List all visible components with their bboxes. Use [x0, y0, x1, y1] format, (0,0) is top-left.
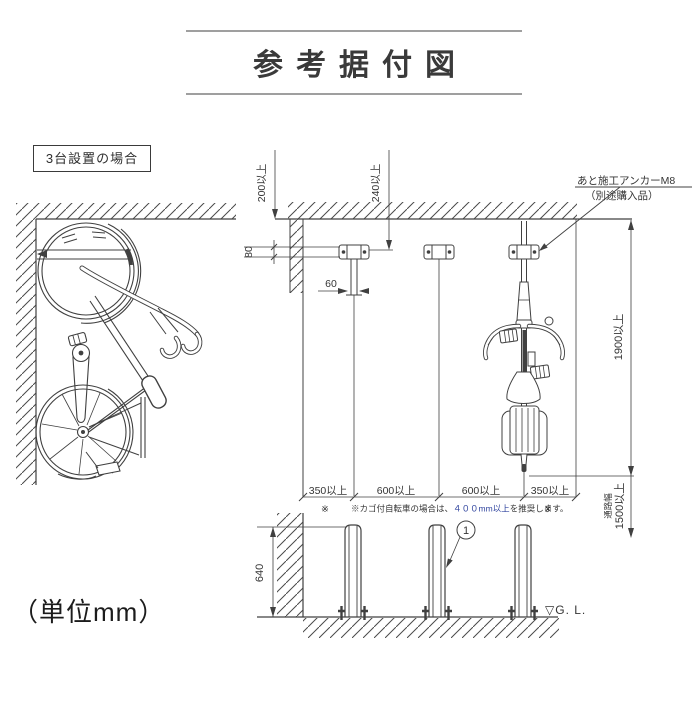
- ground-hatch: [303, 618, 559, 638]
- dim-label-240: 240以上: [370, 164, 382, 203]
- rail-wall-arrow: [37, 250, 47, 258]
- rack-rail: [37, 249, 131, 260]
- asterisk-left: ※: [321, 504, 329, 515]
- case-label-box: 3台設置の場合: [33, 145, 151, 172]
- wall-bracket-2: [423, 244, 455, 260]
- page-title: 参考据付図: [253, 49, 468, 82]
- dim-60: [318, 288, 369, 294]
- handlebar-left-fill: [483, 324, 521, 360]
- brake-cables: [487, 335, 561, 346]
- grip-left-fill: [160, 336, 181, 358]
- pedal: [67, 331, 88, 347]
- dim-bottom-row: [298, 492, 581, 502]
- wall-bracket-1: [338, 244, 370, 260]
- wall-hatch: [288, 202, 577, 219]
- tire-tread-marks: [61, 231, 107, 244]
- post-3: [508, 524, 538, 620]
- basket-note-highlight: ４００mm以上: [453, 504, 510, 514]
- dim-640: [257, 526, 346, 617]
- saddle: [141, 375, 167, 409]
- head-tube: [516, 281, 532, 321]
- wall-hatch-top: [16, 203, 236, 219]
- dim-80: [244, 240, 340, 264]
- anchor-callout-line2: （別途購入品）: [585, 189, 659, 202]
- dim-label-1900: 1900以上: [612, 314, 625, 360]
- title-block: 参考据付図: [186, 30, 522, 95]
- dim-label-200: 200以上: [256, 164, 268, 203]
- basket-note-prefix: ※カゴ付自転車の場合は、: [351, 504, 453, 514]
- wall-hatch-left: [16, 219, 36, 485]
- dim-label-350-left: 350以上: [309, 485, 348, 497]
- wheel-holder-arc-outer: [103, 228, 142, 324]
- wall-face-lines: [35, 218, 236, 485]
- bike-front-view: [483, 221, 565, 472]
- dim-label-80: 80: [243, 246, 255, 258]
- dim-label-600-2: 600以上: [462, 485, 501, 497]
- dim-label-600-1: 600以上: [377, 485, 416, 497]
- dim-label-aisle: 通路幅: [603, 493, 613, 519]
- dim-label-350-right: 350以上: [531, 485, 570, 497]
- frame-tubes: [85, 295, 153, 435]
- unit-label: （単位mm）: [12, 597, 166, 627]
- holder-grip: [125, 248, 133, 266]
- pedal-left: [498, 328, 519, 344]
- elevation-view: [257, 513, 559, 638]
- seat-tube: [522, 330, 527, 372]
- crank-axle-dot: [78, 350, 84, 356]
- saddle-rear: [506, 371, 541, 404]
- anchor-callout-line1: あと施工アンカーM8: [577, 174, 675, 187]
- dim-aisle: [628, 476, 634, 538]
- asterisk-right: ※: [544, 504, 552, 515]
- rear-wheel-rim: [39, 388, 127, 476]
- grip-right-fill: [181, 332, 202, 354]
- dim-label-60: 60: [325, 278, 337, 290]
- dim-200: [272, 150, 278, 219]
- rear-fender: [107, 388, 134, 474]
- bell: [544, 316, 554, 326]
- rear-stays: [88, 402, 142, 456]
- wheel-holder-arc-inner: [80, 223, 139, 324]
- dim-240: [369, 150, 393, 251]
- rear-stay-bar: [140, 397, 146, 458]
- side-view: [16, 203, 236, 485]
- ground-level-label: ▽G. L.: [545, 603, 586, 617]
- spokes: [41, 392, 123, 475]
- dim-label-1500: 1500以上: [613, 483, 626, 529]
- part-balloon-number: 1: [463, 525, 469, 537]
- kickstand-leg: [85, 451, 99, 469]
- dim-1900: [529, 220, 634, 477]
- rear-hub-dot: [81, 430, 85, 434]
- case-label: 3台設置の場合: [45, 151, 139, 166]
- handlebar-right-fill: [527, 324, 565, 360]
- kickstand-foot: [95, 461, 121, 476]
- plan-view: [244, 150, 692, 538]
- dimension-labels: 200以上 240以上 80 60 あと施工アンカーM8 （別途購入品） 350…: [243, 164, 675, 617]
- wall-bracket-3: [508, 244, 540, 260]
- basket-note: ※カゴ付自転車の場合は、４００mm以上を推奨します。: [351, 504, 568, 514]
- carrier-slats: [515, 408, 535, 452]
- part-balloon: [446, 520, 476, 568]
- mudflap: [57, 473, 97, 480]
- front-wheel-tire: [37, 222, 135, 320]
- wall-hatch: [277, 513, 303, 617]
- handlebar-tube-fill: [80, 266, 199, 336]
- post-1: [338, 524, 368, 620]
- dim-label-640: 640: [254, 564, 266, 582]
- anchor-callout: [539, 186, 692, 251]
- post-2: [422, 524, 452, 620]
- front-wheel-rim: [41, 226, 131, 316]
- reflector: [527, 351, 536, 367]
- side-wall-hatch: [290, 219, 303, 293]
- carrier-basket: [509, 405, 540, 455]
- brake-levers: [149, 307, 179, 335]
- rack1-rail: [346, 259, 362, 296]
- basket-note-suffix: を推奨します。: [510, 504, 569, 514]
- fender-tip-cap: [521, 464, 527, 472]
